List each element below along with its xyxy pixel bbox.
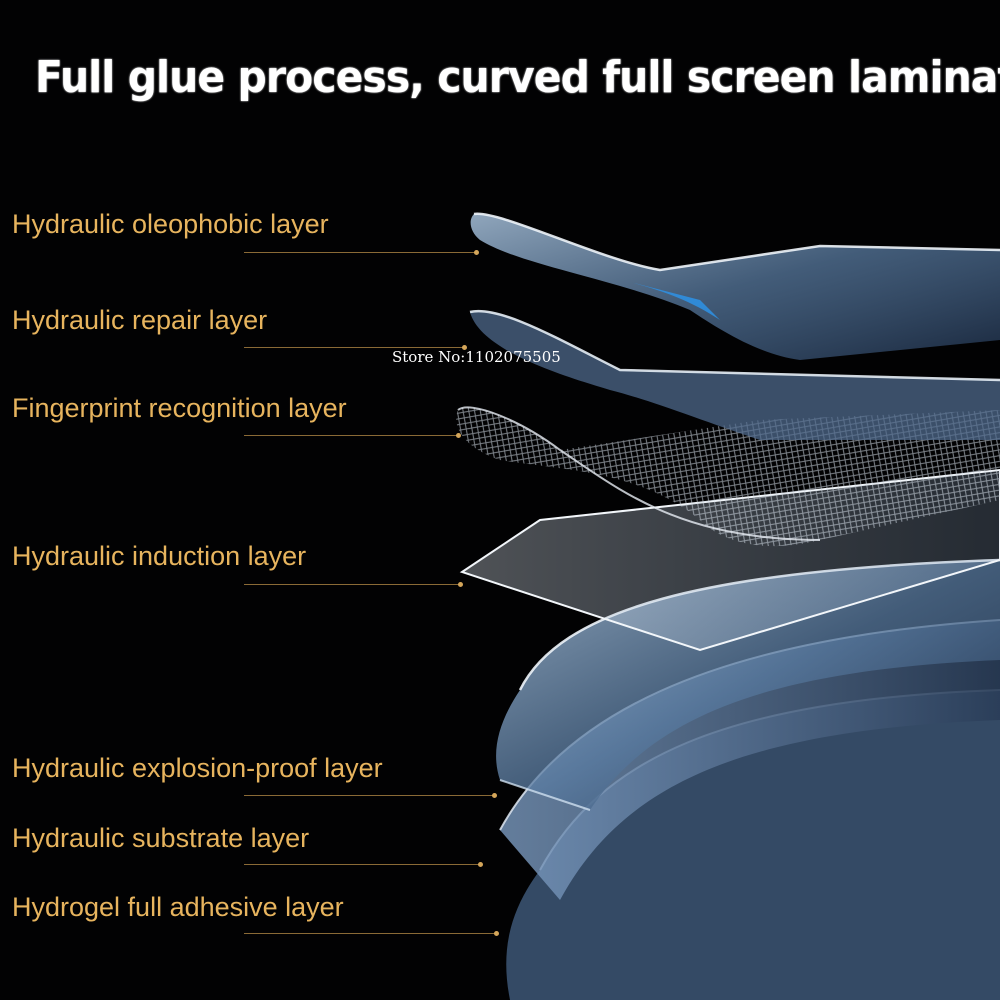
adhesive-film — [506, 690, 1000, 1000]
fingerprint-mesh — [456, 407, 1000, 547]
leader-line — [244, 862, 483, 867]
leader-line — [244, 345, 467, 350]
leader-line — [244, 433, 461, 438]
leader-line — [244, 793, 497, 798]
label-explosion-proof-layer: Hydraulic explosion-proof layer — [12, 753, 383, 783]
label-substrate-layer: Hydraulic substrate layer — [12, 823, 310, 853]
store-watermark: Store No:1102075505 — [392, 348, 561, 366]
label-oleophobic-layer: Hydraulic oleophobic layer — [12, 209, 329, 239]
label-adhesive-layer: Hydrogel full adhesive layer — [12, 892, 344, 922]
oleophobic-film — [470, 213, 1000, 360]
leader-line — [244, 250, 479, 255]
leader-line — [244, 582, 463, 587]
label-repair-layer: Hydraulic repair layer — [12, 305, 268, 335]
label-fingerprint-layer: Fingerprint recognition layer — [12, 393, 347, 423]
leader-line — [244, 931, 499, 936]
headline: Full glue process, curved full screen la… — [35, 52, 1000, 103]
substrate-film — [500, 620, 1000, 900]
repair-film — [470, 311, 1000, 440]
label-induction-layer: Hydraulic induction layer — [12, 541, 307, 571]
